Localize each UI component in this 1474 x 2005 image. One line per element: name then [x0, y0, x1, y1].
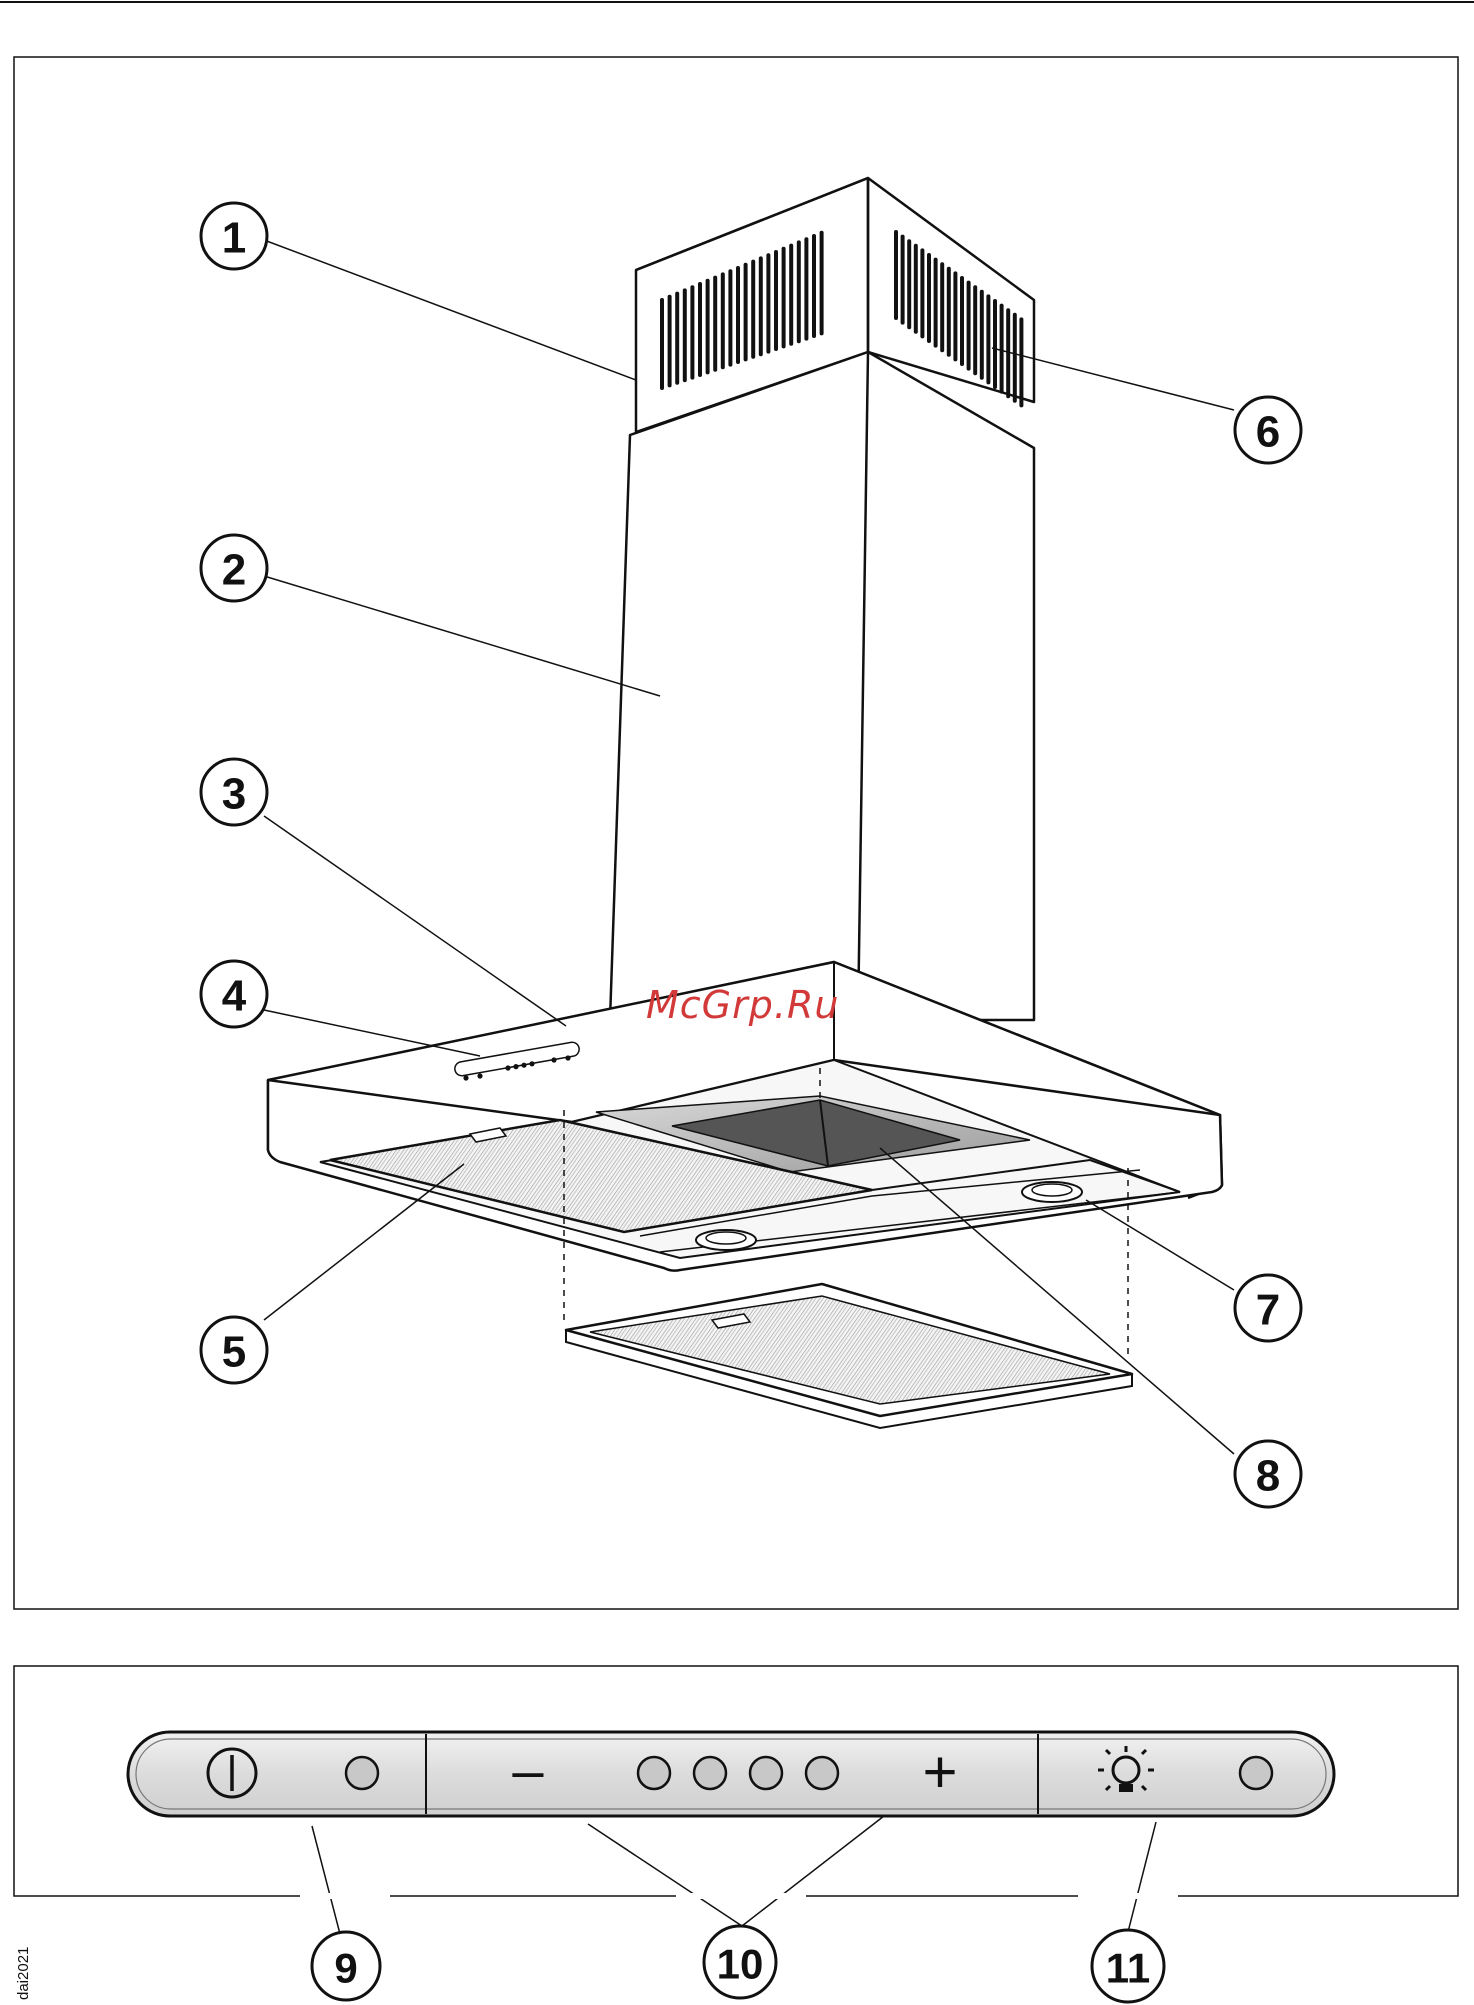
- fan-speed-led-2: [694, 1757, 726, 1789]
- lower-chimney: [610, 352, 1034, 1020]
- lamp-right: [1022, 1182, 1082, 1202]
- callout-8: 8: [1235, 1441, 1301, 1507]
- callout-7: 7: [1235, 1275, 1301, 1341]
- callout-2: 2: [201, 535, 267, 601]
- strip-indicator-dot: [551, 1057, 556, 1062]
- strip-indicator-dot: [521, 1063, 526, 1068]
- strip-indicator-dot: [529, 1061, 534, 1066]
- watermark: McGrp.Ru: [646, 983, 839, 1027]
- callout-1-label: 1: [222, 214, 246, 263]
- fan-minus-button[interactable]: –: [512, 1739, 544, 1802]
- callout-2-label: 2: [222, 546, 246, 595]
- callout-4-label: 4: [222, 972, 247, 1021]
- callout-11-label: 11: [1106, 1945, 1150, 1992]
- fan-plus-button[interactable]: +: [922, 1739, 957, 1806]
- fan-speed-led-1: [638, 1757, 670, 1789]
- light-led: [1240, 1757, 1272, 1789]
- minus-icon: –: [512, 1739, 544, 1802]
- callout-8-label: 8: [1256, 1452, 1280, 1501]
- callout-9-label: 9: [334, 1945, 357, 1992]
- callout-10: 10: [704, 1926, 776, 1998]
- power-led: [346, 1757, 378, 1789]
- callout-5: 5: [201, 1317, 267, 1383]
- plus-icon: +: [922, 1739, 957, 1806]
- callout-6-label: 6: [1256, 408, 1280, 457]
- callout-6: 6: [1235, 397, 1301, 463]
- callout-4: 4: [201, 961, 267, 1027]
- callout-5-label: 5: [222, 1328, 246, 1377]
- panel-leader-lines: [312, 1816, 1156, 1934]
- strip-indicator-dot: [477, 1073, 482, 1078]
- callout-3-label: 3: [222, 770, 246, 819]
- drawing-code: dai2021: [15, 1947, 32, 2000]
- callout-9: 9: [312, 1932, 380, 2000]
- strip-indicator-dot: [565, 1055, 570, 1060]
- control-panel: [128, 1732, 1334, 1816]
- lamp-left: [696, 1230, 756, 1250]
- strip-indicator-dot: [463, 1075, 468, 1080]
- callout-1: 1: [201, 203, 267, 269]
- callout-3: 3: [201, 759, 267, 825]
- fan-speed-led-4: [806, 1757, 838, 1789]
- strip-indicator-dot: [513, 1064, 518, 1069]
- strip-indicator-dot: [505, 1065, 510, 1070]
- callout-10-label: 10: [717, 1941, 764, 1988]
- fan-speed-led-3: [750, 1757, 782, 1789]
- callout-7-label: 7: [1256, 1286, 1280, 1335]
- grease-filter-removed: [566, 1284, 1132, 1428]
- callout-11: 11: [1092, 1930, 1164, 2002]
